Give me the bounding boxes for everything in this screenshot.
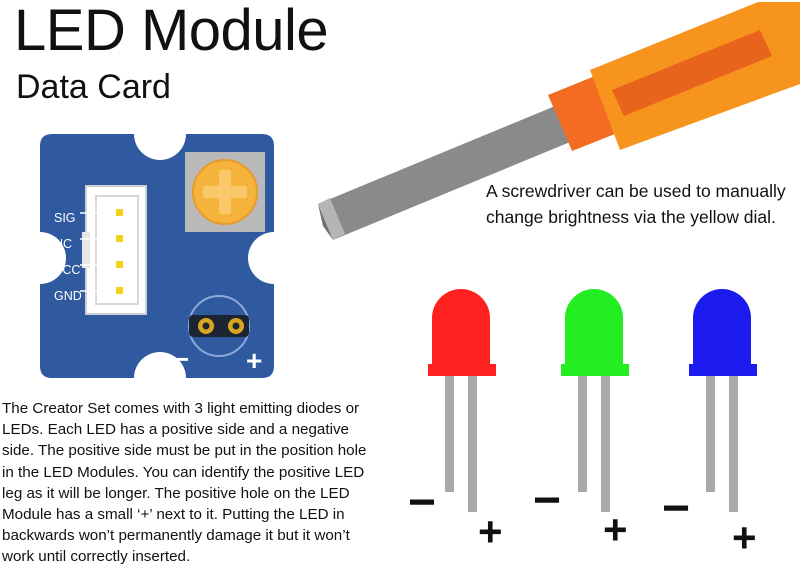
module-plus-label: + [246,345,262,376]
screwdriver-shaft [318,104,575,240]
led-green-leg-positive [601,370,610,512]
pin-label-vcc: VCC [54,263,80,277]
led-green-body [565,289,623,370]
led-green-minus: − [533,474,561,527]
led-green-rim [561,364,629,376]
pin-label-gnd: GND [54,289,82,303]
led-red-leg-negative [445,370,454,492]
led-red-rim [428,364,496,376]
pin-sig-dot [116,209,123,216]
pin-nc-dot [116,235,123,242]
screwdriver-tip [318,198,345,240]
module-minus-label: − [174,344,189,374]
pin-gnd-dot [116,287,123,294]
handle-groove [612,30,772,116]
led-blue-rim [689,364,757,376]
led-red [428,289,496,512]
led-description: The Creator Set comes with 3 light emitt… [2,400,367,566]
led-blue-minus: − [662,482,690,535]
led-red-plus: + [478,508,503,555]
pin-label-sig: SIG [54,211,76,225]
led-green-leg-negative [578,370,587,492]
page-title: LED Module [14,0,329,63]
pin-label-nc: NC [54,237,72,251]
screwdriver-caption: A screwdriver can be used to manually ch… [486,181,786,227]
pin-vcc-dot [116,261,123,268]
screwdriver [318,2,800,240]
led-red-body [432,289,490,370]
led-blue-leg-negative [706,370,715,492]
led-blue-plus: + [732,514,757,561]
page-subtitle: Data Card [16,68,171,106]
connector-tab [82,232,90,268]
led-blue-body [693,289,751,370]
led-red-minus: − [408,476,436,529]
led-green-plus: + [603,506,628,553]
led-blue-leg-positive [729,370,738,512]
dial-cross-h [203,186,247,198]
led-red-leg-positive [468,370,477,512]
led-blue [689,289,757,512]
led-green [561,289,629,512]
led-module-board [40,134,274,378]
